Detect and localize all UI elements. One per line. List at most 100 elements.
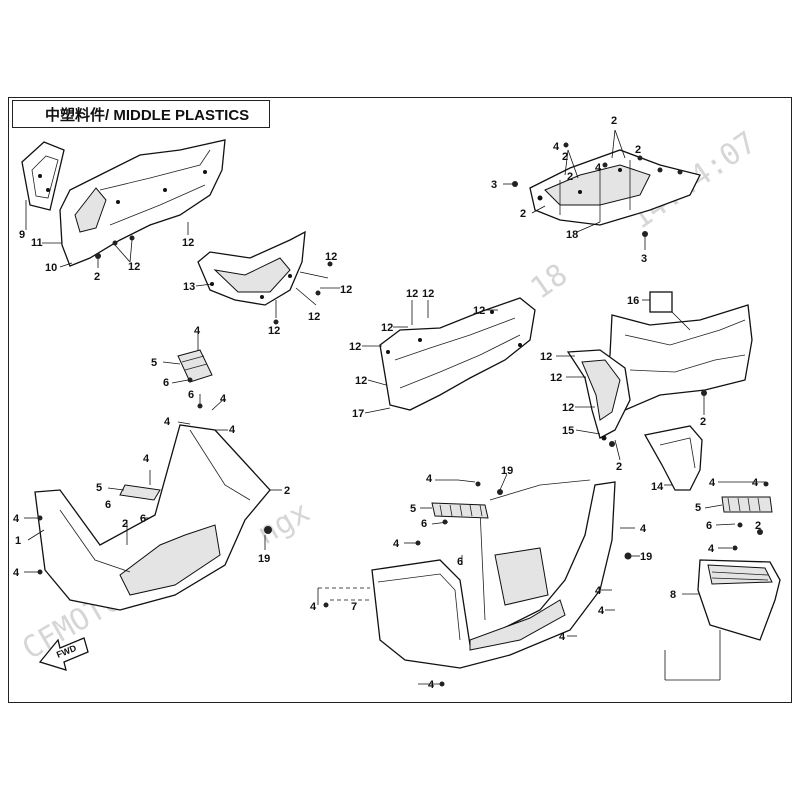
callout-8: 8 (670, 589, 676, 601)
callout-12-g: 12 (406, 288, 418, 300)
callout-5-a: 5 (151, 357, 157, 369)
part-5-footrest-a (177, 349, 213, 383)
callout-4-h: 4 (13, 513, 20, 525)
callout-9: 9 (19, 229, 25, 241)
callout-12-k: 12 (349, 341, 361, 353)
callout-16: 16 (627, 295, 639, 307)
leaders-bracket-13 (195, 261, 340, 325)
callout-6-f: 6 (457, 556, 463, 568)
fwd-arrow-icon: FWD (38, 637, 89, 671)
callout-12-b: 12 (182, 237, 194, 249)
callout-2-j: 2 (284, 485, 290, 497)
callout-2-h: 2 (616, 461, 622, 473)
leaders-right-middle (556, 291, 707, 486)
callout-2-a: 2 (94, 271, 100, 283)
callout-12-h: 12 (422, 288, 434, 300)
callout-12-a: 12 (128, 261, 140, 273)
callout-3-b: 3 (641, 253, 647, 265)
callout-2-i: 2 (122, 518, 128, 530)
callout-6-e: 6 (421, 518, 427, 530)
callout-4-g: 4 (143, 453, 150, 465)
callout-12-e: 12 (325, 251, 337, 263)
callout-6-g: 6 (706, 520, 712, 532)
watermark-year: 18 (525, 257, 575, 306)
callout-4-m: 4 (428, 679, 435, 691)
callout-14: 14 (651, 481, 664, 493)
callout-4-q: 4 (559, 631, 566, 643)
callout-12-o: 12 (562, 402, 574, 414)
drawing-frame (8, 97, 792, 703)
callout-12-m: 12 (540, 351, 552, 363)
callout-5-c: 5 (410, 503, 416, 515)
callout-4-o: 4 (595, 585, 602, 597)
callout-12-n: 12 (550, 372, 562, 384)
callout-4-j: 4 (426, 473, 433, 485)
leaders-footwell-7 (317, 473, 640, 687)
callout-4-i: 4 (13, 567, 20, 579)
leaders-footrest-8 (664, 481, 769, 681)
leaders-footwell-1 (24, 333, 282, 575)
callout-12-f: 12 (340, 284, 352, 296)
callout-4-p: 4 (598, 605, 605, 617)
callout-4-e: 4 (164, 416, 171, 428)
callout-2-k: 2 (755, 520, 761, 532)
callout-6-c: 6 (105, 499, 111, 511)
callout-5-d: 5 (695, 502, 701, 514)
callout-12-i: 12 (473, 305, 485, 317)
callout-19-a: 19 (258, 553, 270, 565)
leaders-panel-17 (362, 300, 498, 414)
leaders-frame-18 (503, 129, 683, 250)
callout-17: 17 (352, 408, 364, 420)
callout-18: 18 (566, 229, 578, 241)
callout-2-e: 2 (635, 144, 641, 156)
callout-12-j: 12 (381, 322, 393, 334)
callout-3-a: 3 (491, 179, 497, 191)
callout-4-d: 4 (220, 393, 227, 405)
callout-4-c: 4 (194, 325, 201, 337)
callout-7: 7 (351, 601, 357, 613)
part-7-right-footwell (371, 479, 616, 669)
part-5-footrest-b (431, 502, 489, 519)
callout-4-r: 4 (709, 477, 716, 489)
callout-12-c: 12 (268, 325, 280, 337)
part-10-front-panel (59, 139, 226, 267)
callout-4-l: 4 (310, 601, 317, 613)
part-18-frame (529, 149, 701, 226)
part-14-cover (643, 425, 703, 491)
part-13-bracket (197, 230, 306, 306)
callout-6-b: 6 (188, 389, 194, 401)
part-17-side-panel (379, 297, 536, 411)
watermark-user: ngx (252, 495, 316, 552)
callout-4-b: 4 (595, 162, 602, 174)
part-9-side-cover (21, 141, 65, 211)
title-box: 中塑料件/ MIDDLE PLASTICS (12, 100, 270, 128)
callout-4-t: 4 (708, 543, 715, 555)
callout-4-k: 4 (393, 538, 400, 550)
callout-11: 11 (31, 237, 43, 249)
callout-6-a: 6 (163, 377, 169, 389)
callout-2-b: 2 (611, 115, 617, 127)
part-15-mount (566, 349, 631, 441)
page-title: 中塑料件/ MIDDLE PLASTICS (45, 106, 250, 124)
callout-1: 1 (15, 535, 21, 547)
callout-4-s: 4 (752, 477, 759, 489)
callout-2-d: 2 (567, 171, 573, 183)
callout-4-a: 4 (553, 141, 560, 153)
part-8-footrest-bracket (697, 559, 781, 641)
part-5-footrest-c (721, 496, 773, 513)
callout-2-f: 2 (520, 208, 526, 220)
callout-4-f: 4 (229, 424, 236, 436)
callout-6-d: 6 (140, 513, 146, 525)
callout-19-b: 19 (501, 465, 513, 477)
callout-12-d: 12 (308, 311, 320, 323)
callout-5-b: 5 (96, 482, 102, 494)
callout-2-c: 2 (562, 151, 568, 163)
leaders-top-left (25, 200, 189, 268)
callout-19-c: 19 (640, 551, 652, 563)
callout-2-g: 2 (700, 416, 706, 428)
callout-4-n: 4 (640, 523, 647, 535)
callout-12-l: 12 (355, 375, 367, 387)
part-1-left-footwell (34, 424, 271, 611)
callout-13: 13 (183, 281, 195, 293)
